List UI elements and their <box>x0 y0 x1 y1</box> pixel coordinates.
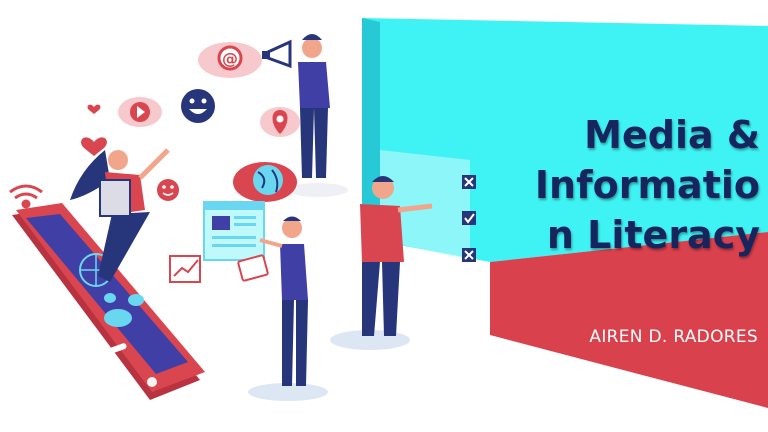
slide-title: Media & Informatio n Literacy <box>470 110 760 260</box>
floor-shadow <box>288 183 348 197</box>
chart-envelope-icon <box>169 255 201 283</box>
emoji-icon <box>157 179 179 201</box>
title-line-2: Informatio <box>534 163 760 207</box>
svg-text:@: @ <box>222 49 238 68</box>
cross-icon <box>462 248 476 262</box>
red-banner-panel <box>490 232 768 408</box>
smiley-icon <box>181 89 215 123</box>
floor-shadow <box>248 383 328 401</box>
globe-icon <box>233 162 297 202</box>
heart-icon <box>81 104 107 156</box>
megaphone-icon <box>262 39 292 69</box>
cross-icon <box>462 175 476 189</box>
man-touching-screen-figure <box>360 176 433 336</box>
wifi-icon <box>9 184 43 209</box>
woman-figure <box>70 148 170 282</box>
man-megaphone-figure <box>298 34 330 178</box>
check-icon <box>462 211 476 225</box>
smartphone <box>12 203 205 400</box>
author-subtitle: AIREN D. RADORES <box>589 327 758 347</box>
title-line-1: Media & <box>584 113 760 157</box>
at-icon: @ <box>198 42 262 78</box>
webpage-card <box>203 201 265 261</box>
title-line-3: n Literacy <box>546 213 760 257</box>
man-pointing-figure <box>259 216 308 386</box>
location-pin-icon <box>260 107 300 137</box>
play-icon <box>118 97 162 127</box>
tablet-icon <box>237 254 269 282</box>
